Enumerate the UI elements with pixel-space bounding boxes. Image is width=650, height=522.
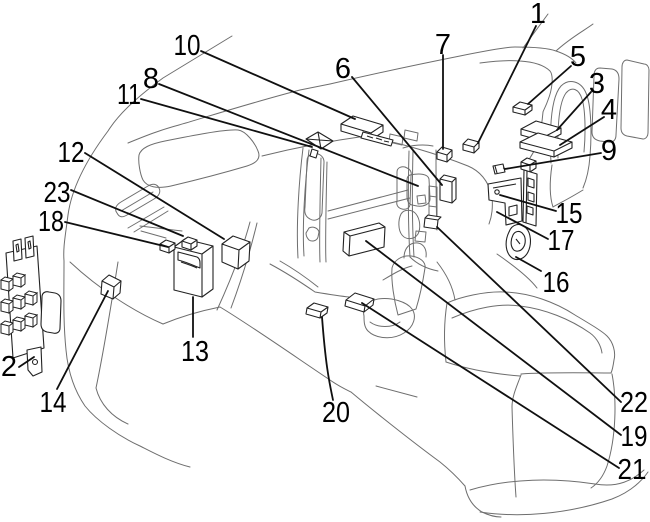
svg-text:2: 2 [1, 351, 17, 383]
svg-text:7: 7 [435, 29, 451, 61]
svg-text:14: 14 [40, 387, 67, 419]
svg-text:20: 20 [322, 397, 350, 429]
svg-text:5: 5 [570, 41, 586, 73]
svg-text:12: 12 [58, 137, 85, 169]
svg-text:1: 1 [530, 0, 546, 30]
svg-text:10: 10 [174, 30, 201, 62]
svg-text:18: 18 [38, 206, 64, 238]
svg-text:6: 6 [335, 53, 351, 85]
svg-text:4: 4 [601, 94, 617, 126]
svg-text:8: 8 [143, 63, 159, 95]
svg-text:15: 15 [556, 198, 583, 230]
svg-text:17: 17 [548, 225, 575, 257]
svg-text:22: 22 [620, 387, 648, 419]
svg-text:13: 13 [181, 336, 209, 368]
svg-text:23: 23 [44, 177, 71, 209]
svg-text:9: 9 [601, 135, 617, 167]
svg-text:11: 11 [117, 79, 141, 111]
svg-text:3: 3 [589, 68, 605, 100]
svg-text:21: 21 [618, 454, 647, 486]
svg-text:16: 16 [543, 267, 570, 299]
svg-text:19: 19 [621, 421, 648, 453]
